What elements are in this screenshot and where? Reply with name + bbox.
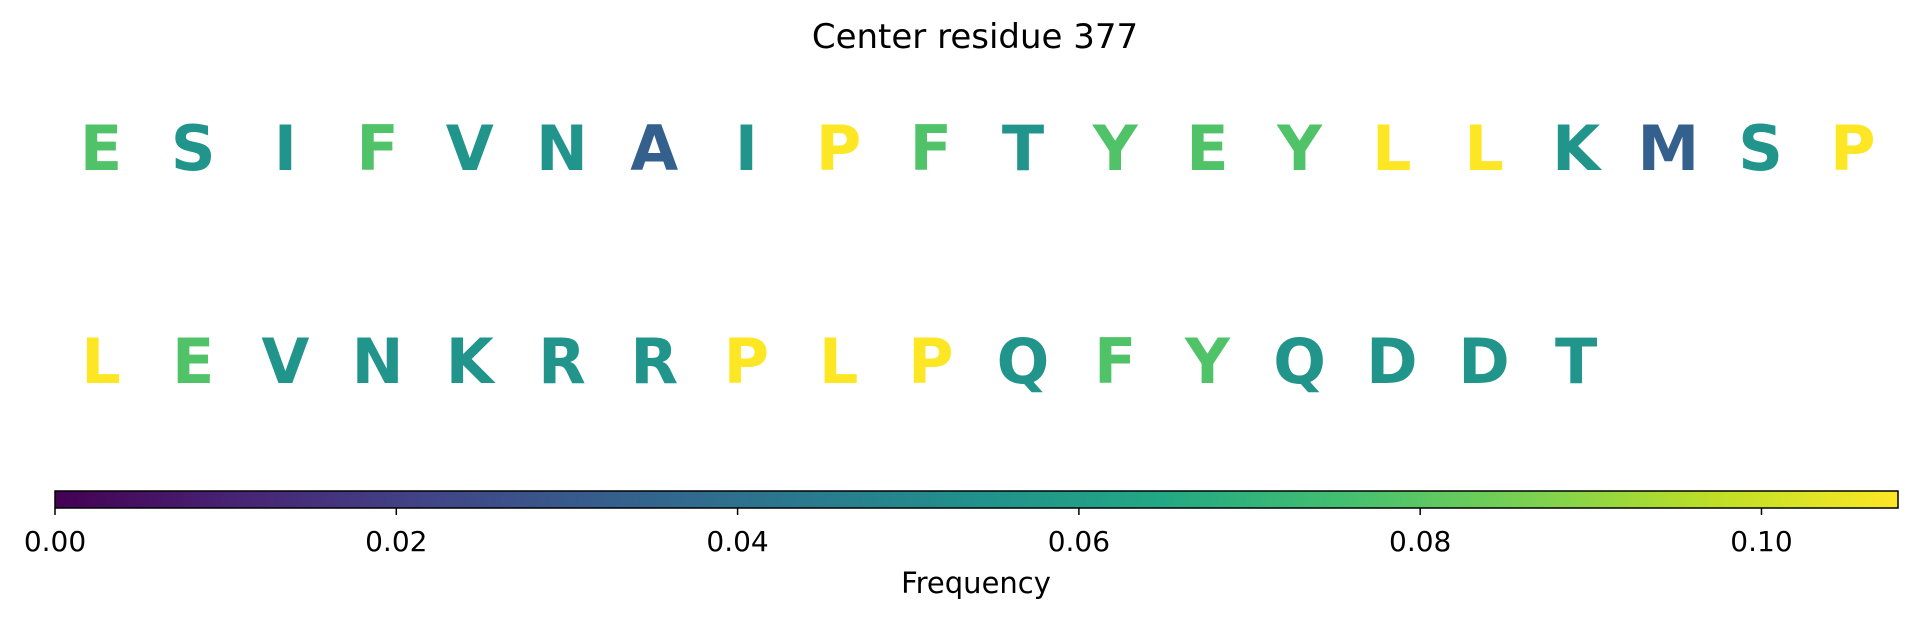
residue-1-4: F [356, 112, 398, 185]
residue-2-1: L [81, 325, 121, 398]
residue-2-8: P [724, 325, 769, 398]
residue-1-14: Y [1276, 112, 1323, 185]
residue-2-11: Q [997, 325, 1050, 398]
residue-1-20: P [1830, 112, 1875, 185]
chart-title: Center residue 377 [812, 17, 1138, 57]
residue-1-6: N [536, 112, 588, 185]
colorbar-tick-label: 0.06 [1048, 525, 1110, 558]
residue-1-1: E [80, 112, 122, 185]
residue-2-3: V [261, 325, 309, 398]
residue-1-7: A [630, 112, 678, 185]
residue-1-17: K [1552, 112, 1602, 185]
colorbar-tick-label: 0.08 [1389, 525, 1451, 558]
residue-1-11: T [1002, 112, 1044, 185]
residue-2-2: E [172, 325, 214, 398]
residue-2-16: D [1458, 325, 1509, 398]
residue-2-10: P [908, 325, 953, 398]
residue-2-7: R [630, 325, 678, 398]
colorbar-gradient [54, 490, 1899, 509]
residue-2-14: Q [1273, 325, 1326, 398]
residue-1-5: V [446, 112, 494, 185]
residue-1-10: F [910, 112, 952, 185]
colorbar-ticks: 0.00 0.02 0.04 0.06 0.08 0.10 [24, 508, 1793, 558]
colorbar-tick-label: 0.02 [365, 525, 427, 558]
residue-2-15: D [1366, 325, 1417, 398]
residue-1-13: E [1186, 112, 1228, 185]
residue-1-15: L [1372, 112, 1412, 185]
residue-1-9: P [816, 112, 861, 185]
colorbar-tick-label: 0.00 [24, 525, 86, 558]
residue-2-6: R [538, 325, 586, 398]
residue-2-12: F [1094, 325, 1136, 398]
residue-2-5: K [446, 325, 496, 398]
residue-2-13: Y [1184, 325, 1231, 398]
residue-1-12: Y [1092, 112, 1139, 185]
residue-2-9: L [819, 325, 859, 398]
colorbar: 0.00 0.02 0.04 0.06 0.08 0.10 Frequency [24, 490, 1899, 600]
residue-1-18: M [1638, 112, 1700, 185]
residue-1-16: L [1464, 112, 1504, 185]
residue-1-8: I [735, 112, 758, 185]
residue-1-3: I [274, 112, 297, 185]
colorbar-tick-label: 0.10 [1730, 525, 1792, 558]
colorbar-label: Frequency [901, 566, 1051, 600]
residue-2-4: N [352, 325, 404, 398]
colorbar-tick-label: 0.04 [706, 525, 768, 558]
residue-1-19: S [1738, 112, 1783, 185]
residue-1-2: S [171, 112, 216, 185]
residue-2-17: T [1555, 325, 1597, 398]
